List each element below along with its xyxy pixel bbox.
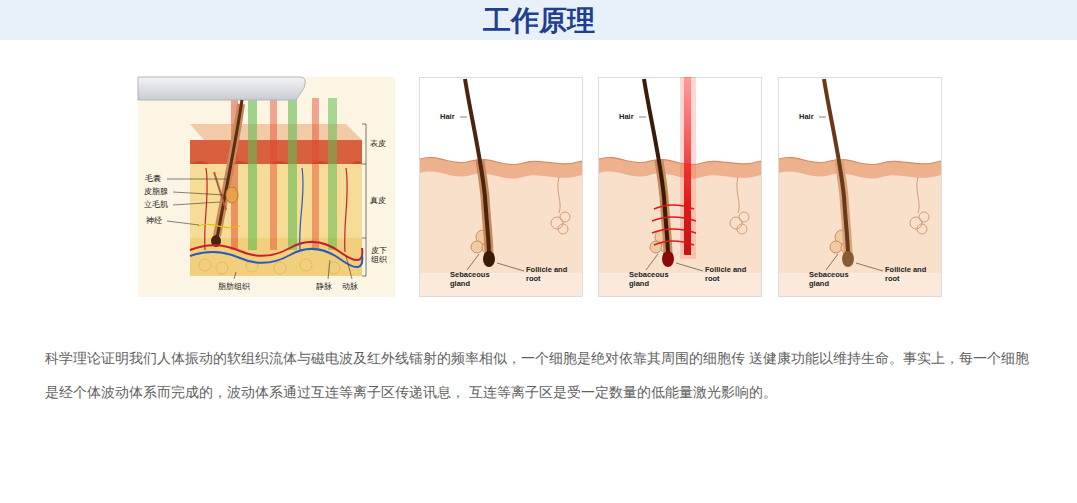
part-label: Follicle and root (885, 266, 929, 283)
description-text: 科学理论证明我们人体振动的软组织流体与磁电波及红外线镭射的频率相似，一个细胞是绝… (45, 341, 1037, 409)
part-label: Hair (799, 113, 819, 122)
nerve (198, 224, 240, 227)
part-label: 皮脂腺 (144, 187, 172, 196)
hair-after (779, 78, 942, 297)
part-label: Sebaceous gland (809, 271, 859, 288)
part-label: 立毛肌 (144, 200, 172, 209)
part-label: 毛囊 (145, 174, 169, 183)
artery (205, 168, 208, 250)
follicle-sheath (824, 79, 848, 255)
part-label: 动脉 (342, 282, 364, 291)
laser-waves (652, 205, 696, 245)
skin-section (779, 78, 942, 297)
hair-bulb (842, 251, 854, 267)
leader-lines (167, 179, 352, 279)
header-band (0, 0, 1077, 40)
sebaceous-gland (226, 187, 238, 203)
leader-lines (460, 117, 524, 271)
light-beams (231, 98, 337, 250)
skin-section (599, 78, 762, 297)
vein (190, 249, 362, 267)
hair-shaft (217, 100, 242, 238)
part-label: 脂肪组织 (218, 282, 258, 291)
part-label: Hair (440, 113, 460, 122)
artery (345, 168, 348, 252)
layer-label: 真皮 (370, 196, 392, 205)
hair-bulb (662, 251, 674, 267)
hair-before (420, 78, 583, 297)
laser-device (138, 77, 305, 100)
part-label: Follicle and root (705, 266, 749, 283)
hair-laser (599, 77, 762, 297)
hair-bulb (483, 251, 495, 267)
follicle-sheath (465, 79, 489, 255)
skin-section (420, 78, 583, 297)
follicle-sheath (644, 79, 668, 255)
part-label: Sebaceous gland (629, 271, 679, 288)
leader-lines (819, 117, 883, 271)
page-title: 工作原理 (0, 2, 1077, 40)
skin-cross-section (138, 77, 395, 297)
layer-bracket (362, 124, 366, 276)
vein (300, 168, 303, 250)
part-label: 神经 (146, 216, 168, 225)
part-label: Hair (619, 113, 639, 122)
part-label: Sebaceous gland (450, 271, 500, 288)
part-label: 静脉 (316, 282, 338, 291)
laser-beam (684, 77, 691, 255)
arrector-muscle (214, 172, 226, 210)
hair-shaft (465, 79, 489, 255)
hair-shaft (824, 79, 848, 255)
layer-label: 皮下组织 (371, 246, 389, 264)
layer-label: 表皮 (370, 139, 392, 148)
part-label: Follicle and root (526, 266, 570, 283)
panel-ground (138, 77, 395, 297)
leader-lines (639, 117, 703, 271)
hair-shaft (644, 79, 668, 255)
fat-cells (199, 259, 340, 274)
